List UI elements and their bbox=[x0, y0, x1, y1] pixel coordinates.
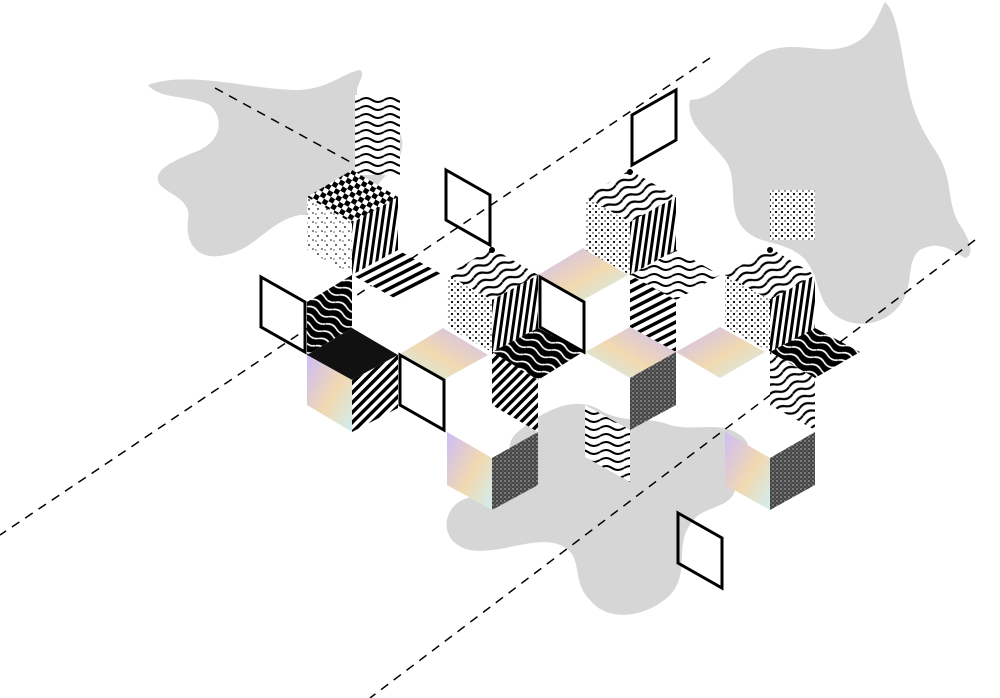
rhombus-outline-icon bbox=[259, 87, 724, 591]
isometric-cube-icon bbox=[447, 248, 628, 510]
dashed-line-icon bbox=[0, 57, 976, 698]
pin-dot-icon bbox=[489, 169, 773, 253]
isometric-cube-icon bbox=[585, 170, 765, 482]
isometric-cube-icon bbox=[725, 190, 860, 510]
paint-splash-icon bbox=[148, 2, 971, 615]
